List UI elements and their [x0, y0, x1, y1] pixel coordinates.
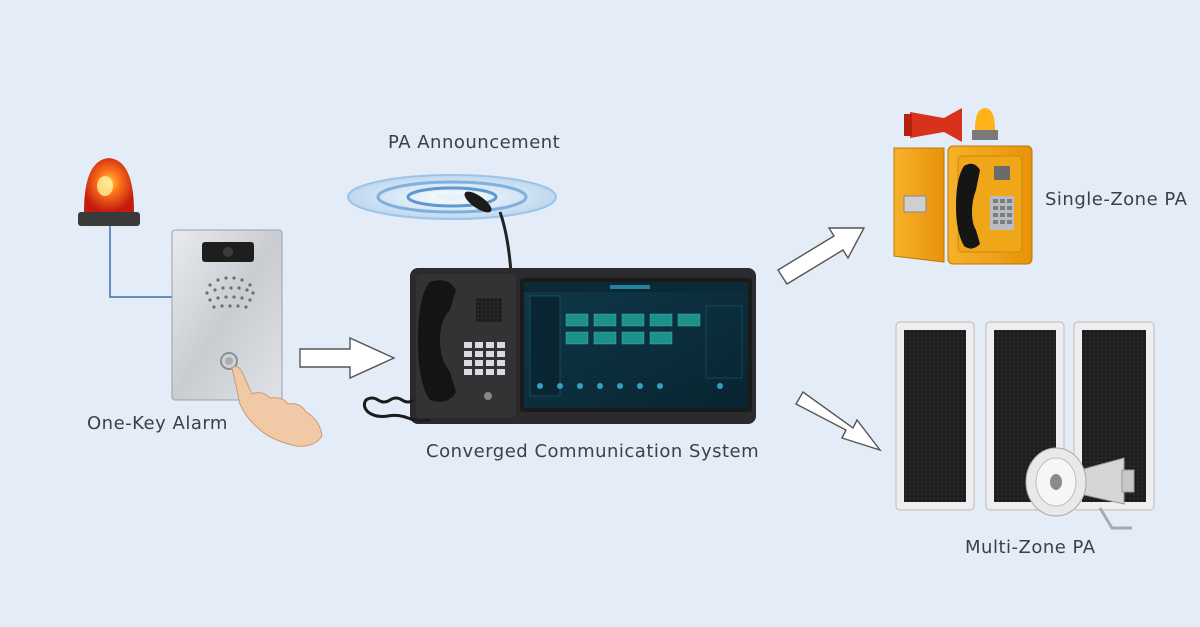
console-icon	[362, 191, 756, 424]
pa-wave-icon	[347, 174, 557, 220]
beacon-connector-line	[109, 225, 172, 298]
weatherproof-phone-icon	[893, 108, 1033, 265]
alarm-beacon-icon	[78, 158, 140, 226]
one-key-alarm-label: One-Key Alarm	[87, 413, 228, 434]
flow-arrow-icon	[777, 227, 866, 285]
pa-announcement-label: PA Announcement	[388, 132, 561, 153]
flow-arrow-icon	[795, 390, 882, 452]
single-zone-pa-label: Single-Zone PA	[1045, 189, 1188, 210]
hand-press-icon	[231, 366, 323, 447]
flow-arrow-icon	[299, 336, 396, 380]
horn-speaker-icon	[1025, 447, 1135, 530]
converged-system-label: Converged Communication System	[426, 441, 760, 462]
multi-zone-pa-label: Multi-Zone PA	[965, 537, 1096, 558]
intercom-panel-icon	[171, 229, 283, 401]
